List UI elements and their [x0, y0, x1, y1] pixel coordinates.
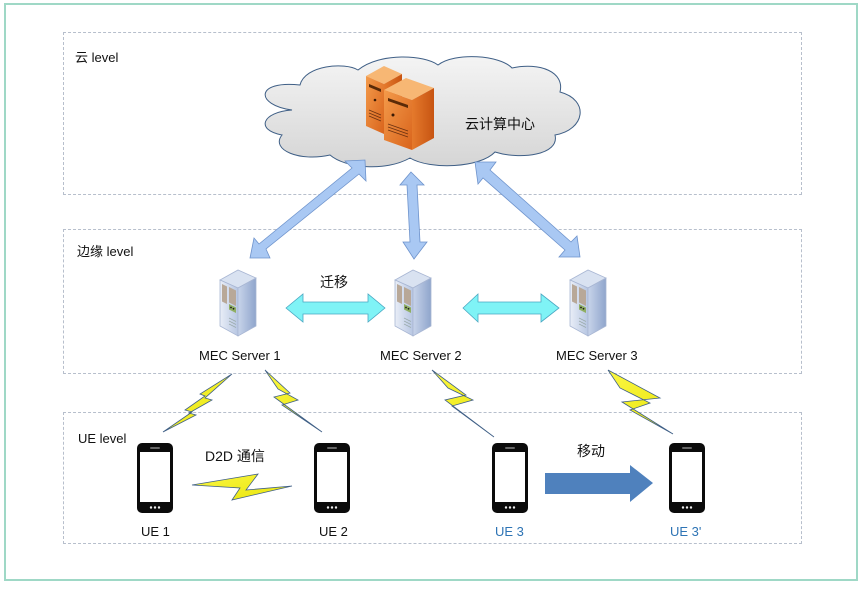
ue-1-phone-icon [137, 443, 173, 513]
mec-server-2-label: MEC Server 2 [380, 348, 462, 363]
ue-2-phone-icon [314, 443, 350, 513]
move-label: 移动 [577, 443, 605, 459]
diagram-frame [4, 3, 858, 581]
move-arrow [545, 465, 653, 502]
ue-3-label: UE 3 [495, 524, 524, 539]
cloud-server-orange-icon [366, 66, 434, 150]
wireless-link-mec1-ue1-icon [162, 373, 233, 433]
ue-level-box [63, 412, 802, 544]
ue-3-phone-icon [492, 443, 528, 513]
cloud-level-box [63, 32, 802, 195]
mec-server-2-icon [394, 269, 432, 337]
cloud-level-label: 云 level [75, 50, 119, 65]
edge-level-label: 边缘 level [77, 244, 134, 259]
mec-server-1-label: MEC Server 1 [199, 348, 281, 363]
ue-3-prime-label: UE 3' [670, 524, 702, 539]
d2d-label: D2D 通信 [205, 448, 265, 464]
cloud-edge-arrow-2 [399, 171, 428, 260]
migration-label: 迁移 [320, 274, 348, 290]
wireless-link-mec2-ue3-icon [431, 369, 495, 438]
ue-2-label: UE 2 [319, 524, 348, 539]
migration-arrow-1-2 [285, 293, 386, 323]
migration-arrow-2-3 [462, 293, 560, 323]
wireless-link-mec1-ue2-icon [264, 369, 323, 433]
wireless-link-mec3-ue3prime-icon [607, 369, 674, 435]
cloud-center-label: 云计算中心 [465, 116, 535, 132]
edge-level-box [63, 229, 802, 374]
mec-server-3-icon [569, 269, 607, 337]
mec-server-1-icon [219, 269, 257, 337]
ue-3-prime-phone-icon [669, 443, 705, 513]
d2d-link-icon [191, 473, 293, 501]
ue-1-label: UE 1 [141, 524, 170, 539]
ue-level-label: UE level [78, 431, 127, 446]
mec-server-3-label: MEC Server 3 [556, 348, 638, 363]
cloud-edge-arrow-1 [249, 159, 367, 259]
cloud-edge-arrow-3 [474, 161, 581, 258]
